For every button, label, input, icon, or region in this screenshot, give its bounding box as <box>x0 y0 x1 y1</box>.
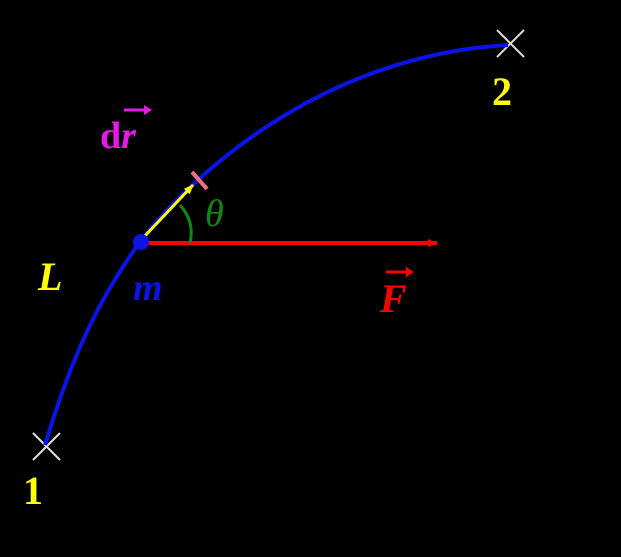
start-point-label: 1 <box>23 468 43 513</box>
start-point-marker <box>32 432 61 461</box>
angle-arc <box>178 204 193 244</box>
angle-label: θ <box>205 193 224 235</box>
path-length-label: L <box>37 254 62 299</box>
end-point-marker <box>496 29 525 58</box>
displacement-tick <box>190 170 209 191</box>
mass-label: m <box>133 267 163 309</box>
mass-point <box>133 234 149 250</box>
displacement-label: dr <box>100 105 152 157</box>
displacement-vector <box>141 183 195 240</box>
end-point-label: 2 <box>492 69 512 114</box>
force-label: F <box>379 267 414 321</box>
svg-text:dr: dr <box>100 115 137 157</box>
svg-text:F: F <box>379 276 407 321</box>
